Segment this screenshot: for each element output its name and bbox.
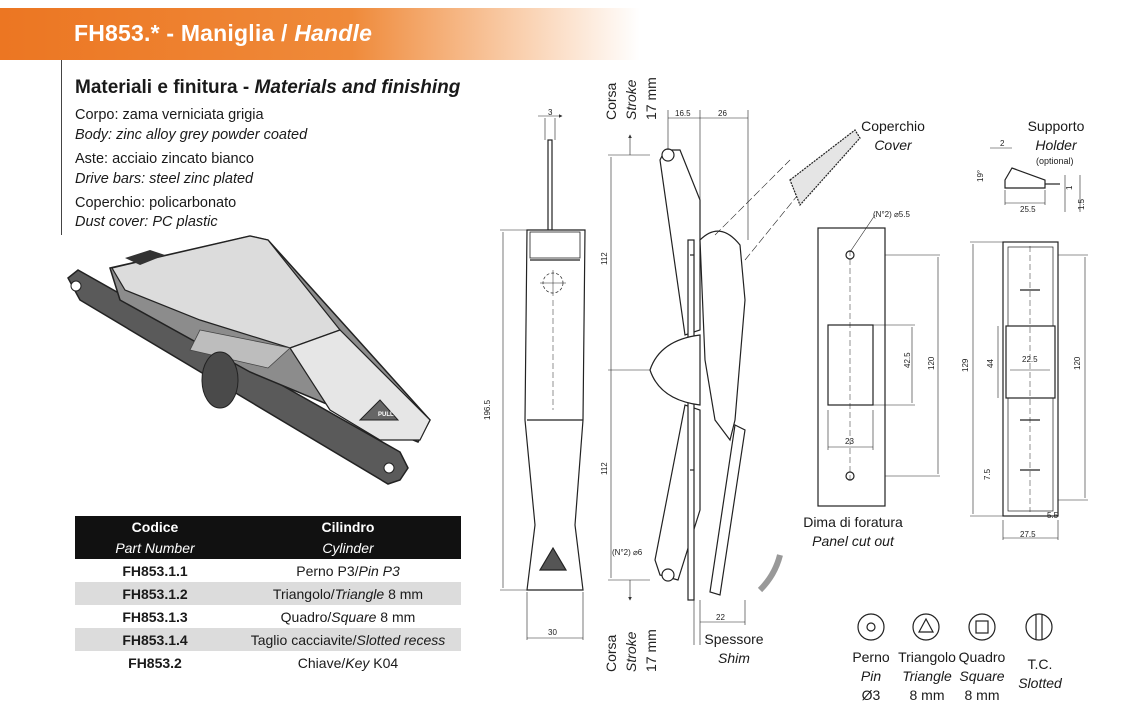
slotted-icon — [1025, 613, 1053, 641]
dim-26: 26 — [718, 109, 727, 118]
table-row: FH853.1.4 Taglio cacciavite/Slotted rece… — [75, 628, 461, 651]
dim-112-lower: 112 — [600, 462, 609, 475]
cover-shape — [789, 129, 861, 207]
dim-120-plate: 120 — [1073, 356, 1082, 370]
dim-42-5: 42.5 — [903, 352, 912, 368]
dim-120: 120 — [927, 356, 936, 370]
triangle-icon — [912, 613, 940, 641]
material-line: Dust cover: PC plastic — [75, 214, 218, 230]
dim-23: 23 — [845, 437, 854, 446]
dim-holder-1-5: 1.5 — [1077, 198, 1086, 210]
side-view — [649, 148, 746, 601]
dim-27-5: 27.5 — [1020, 530, 1036, 539]
dim-total: 196.5 — [483, 399, 492, 420]
part-code: FH853.1.2 — [75, 582, 235, 605]
header-cilindro: Cilindro — [235, 516, 461, 537]
dim-hole-6: (N°2) ⌀6 — [612, 548, 643, 557]
part-code: FH853.1.4 — [75, 628, 235, 651]
holder-note: (optional) — [1036, 156, 1074, 166]
pin-icon — [857, 613, 885, 641]
dim-holder-2: 2 — [1000, 139, 1005, 148]
header-banner — [0, 8, 640, 60]
dim-129: 129 — [961, 358, 970, 372]
part-code: FH853.1.3 — [122, 608, 188, 625]
cylinder-desc: Triangolo/Triangle 8 mm — [235, 582, 461, 605]
dim-holder-1: 1 — [1065, 185, 1074, 190]
page-title: FH853.* - Maniglia / Handle — [74, 20, 373, 46]
codes-table: Codice Cilindro Part Number Cylinder FH8… — [75, 516, 461, 674]
table-row: FH853.2 Chiave/Key K04 — [75, 651, 461, 674]
dim-112-upper: 112 — [600, 252, 609, 265]
pull-badge: PULL — [378, 412, 394, 418]
rotate-arrow — [757, 554, 783, 593]
dim-holder-25-5: 25.5 — [1020, 205, 1036, 214]
cylinder-desc: Quadro/Square 8 mm — [280, 608, 416, 625]
materials-title: Materiali e finitura - Materials and fin… — [75, 77, 461, 98]
dim-7-5: 7.5 — [983, 468, 992, 480]
dim-holder-angle: 19° — [976, 170, 985, 182]
front-view — [524, 139, 586, 591]
front-pull-badge: PULL — [548, 575, 564, 581]
material-line: Body: zinc alloy grey powder coated — [75, 127, 308, 143]
dim-bottom: 30 — [548, 628, 557, 637]
header-codice: Codice — [75, 516, 235, 537]
material-line: Drive bars: steel zinc plated — [75, 171, 254, 187]
square-icon — [968, 613, 996, 641]
cylinder-desc: Perno P3/Pin P3 — [296, 562, 400, 579]
cylinder-desc: Taglio cacciavite/Slotted recess — [235, 628, 461, 651]
table-row: FH853.1.3 Quadro/Square 8 mm — [75, 605, 461, 628]
dim-22: 22 — [716, 613, 725, 622]
dim-22-5: 22.5 — [1022, 355, 1038, 364]
stroke-bottom-value: 17 mm — [643, 629, 659, 672]
material-line: Aste: acciaio zincato bianco — [75, 151, 254, 167]
stroke-top-value: 17 mm — [643, 77, 659, 120]
section-divider — [61, 60, 62, 235]
holder-drawing — [1004, 167, 1060, 189]
stroke-top-en: Stroke — [623, 79, 639, 120]
mounting-plate — [1002, 241, 1059, 517]
table-row: FH853.1.2 Triangolo/Triangle 8 mm — [75, 582, 461, 605]
table-row: FH853.1.1 Perno P3/Pin P3 — [75, 559, 461, 582]
stroke-bottom-it: Corsa — [603, 634, 619, 672]
dim-hole-5-5: (N°2) ⌀5.5 — [873, 210, 910, 219]
dim-16-5: 16.5 — [675, 109, 691, 118]
material-line: Corpo: zama verniciata grigia — [75, 107, 264, 123]
table-subheader-row: Part Number Cylinder — [75, 537, 461, 559]
dim-5-5: 5.5 — [1047, 511, 1059, 520]
cylinder-desc: Chiave/Key K04 — [297, 654, 399, 671]
header-part-number: Part Number — [75, 537, 235, 559]
part-code: FH853.1.1 — [122, 562, 188, 579]
table-header-row: Codice Cilindro — [75, 516, 461, 537]
stroke-top-it: Corsa — [603, 82, 619, 120]
cylinder-label-slotted: T.C.Slotted — [1018, 656, 1062, 691]
stroke-bottom-en: Stroke — [623, 631, 639, 672]
header-cylinder: Cylinder — [235, 537, 461, 559]
part-code: FH853.2 — [128, 654, 182, 671]
material-line: Coperchio: policarbonato — [75, 195, 237, 211]
dim-44: 44 — [986, 359, 995, 368]
panel-cutout — [817, 227, 886, 507]
handle-3d-image — [67, 235, 431, 485]
dim-top: 3 — [548, 108, 553, 117]
